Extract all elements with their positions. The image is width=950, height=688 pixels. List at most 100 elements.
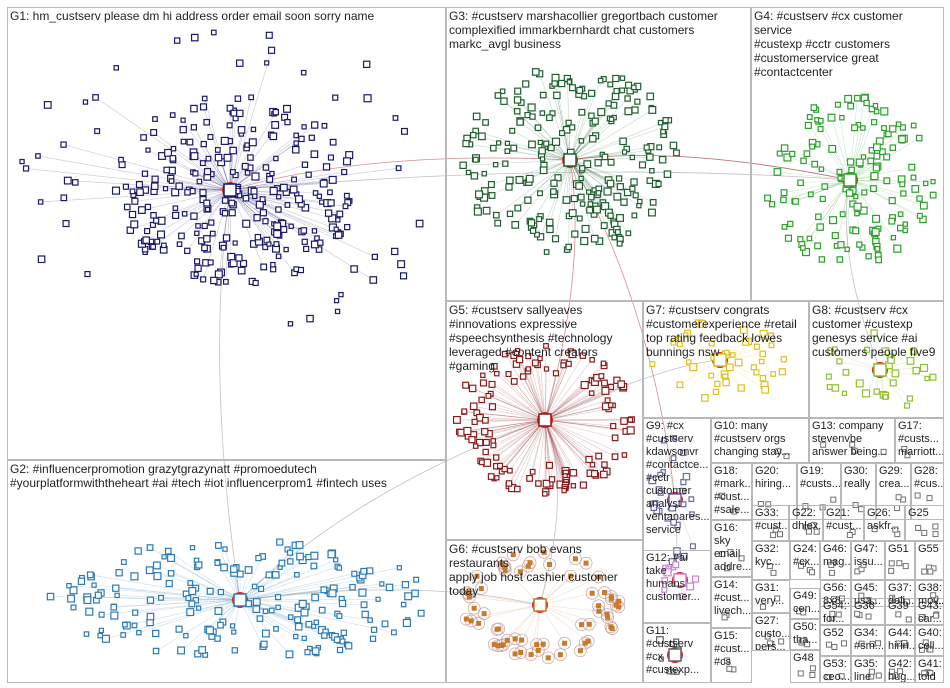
self-loop-edge [541, 651, 555, 665]
vertex [214, 147, 221, 153]
vertex [797, 236, 804, 243]
edge [467, 419, 546, 432]
inter-group-edge [239, 589, 541, 606]
vertex [343, 192, 350, 199]
vertex [285, 650, 294, 659]
vertex [294, 616, 302, 624]
group-label: G44: hirin... [888, 627, 915, 652]
edge [569, 126, 665, 161]
edge [465, 384, 546, 421]
vertex [209, 230, 216, 237]
group-cell-g44: G44: hirin... [885, 625, 915, 656]
edge [239, 579, 361, 601]
vertex [360, 567, 368, 575]
edge [496, 373, 546, 421]
vertex [531, 359, 539, 367]
vertex [207, 133, 214, 140]
vertex [525, 174, 534, 183]
vertex [646, 177, 654, 184]
vertex [137, 206, 146, 214]
group-cell-g46: G46: mag... [820, 541, 851, 580]
vertex [606, 179, 615, 188]
group-cell-g18: G18: #mark... #cust... #sale... [711, 463, 752, 520]
vertex [319, 179, 328, 188]
vertex [504, 140, 511, 146]
vertex [283, 104, 291, 113]
vertex [60, 194, 68, 202]
edge [130, 189, 231, 231]
vertex [646, 92, 655, 101]
vertex [545, 461, 553, 469]
edge [141, 189, 231, 211]
vertex [261, 629, 270, 638]
vertex [601, 386, 610, 395]
edge [569, 159, 620, 179]
edge [153, 132, 231, 191]
edge [849, 98, 865, 181]
vertex [186, 608, 195, 617]
vertex [811, 160, 819, 168]
vertex [511, 221, 520, 229]
vertex [663, 170, 672, 178]
edge [544, 365, 564, 421]
self-loop-edge [470, 569, 484, 583]
vertex [468, 436, 476, 444]
vertex [461, 408, 468, 415]
vertex [597, 77, 604, 84]
vertex [493, 211, 500, 219]
vertex [118, 156, 124, 163]
vertex [199, 195, 207, 204]
vertex [879, 148, 886, 156]
vertex [161, 242, 167, 249]
vertex [534, 231, 540, 238]
edge [204, 98, 231, 191]
vertex [902, 221, 909, 227]
edge [491, 384, 546, 421]
vertex [176, 241, 183, 247]
edge [135, 599, 241, 613]
edge [528, 356, 546, 421]
vertex [580, 236, 589, 246]
vertex [167, 554, 176, 563]
edge [229, 133, 242, 191]
vertex [522, 80, 530, 88]
vertex [146, 612, 155, 621]
vertex [305, 171, 312, 178]
self-loop-edge [604, 620, 618, 634]
vertex [546, 114, 553, 122]
vertex [360, 601, 368, 609]
vertex [324, 209, 333, 217]
vertex [345, 642, 353, 650]
inter-group-edge [845, 179, 881, 371]
vertex [471, 418, 478, 426]
edge [512, 130, 571, 161]
vertex [551, 80, 558, 87]
vertex [468, 384, 477, 393]
group-label: G47: issu... [854, 543, 883, 568]
vertex [510, 144, 518, 152]
edge [674, 499, 694, 547]
group-cell-g53: G53: ceo... [820, 656, 851, 683]
vertex [311, 121, 319, 129]
vertex [764, 194, 772, 202]
vertex [163, 166, 171, 174]
vertex [831, 232, 839, 240]
vertex [576, 86, 584, 94]
edge [155, 599, 241, 652]
vertex [110, 611, 119, 620]
vertex [327, 154, 335, 161]
vertex [855, 158, 864, 167]
vertex [501, 350, 509, 358]
vertex [510, 378, 518, 385]
vertex [516, 118, 524, 126]
vertex [417, 609, 425, 617]
vertex [615, 175, 623, 182]
edge [517, 419, 546, 490]
edge [544, 419, 595, 474]
vertex [494, 370, 500, 377]
vertex [273, 222, 282, 231]
edge [879, 369, 934, 378]
edge [496, 419, 546, 467]
vertex [344, 223, 351, 231]
